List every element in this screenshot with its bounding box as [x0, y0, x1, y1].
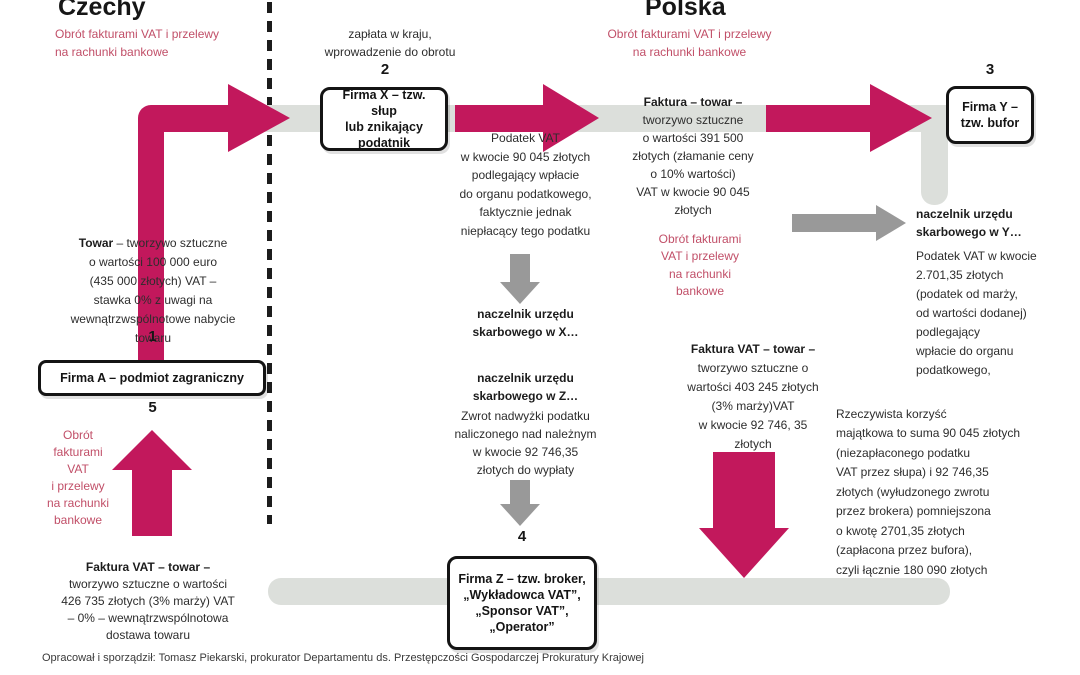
- note-zwrot: Zwrot nadwyżki podatku naliczonego nad n…: [454, 409, 597, 477]
- red-note-mid-right: Obrót fakturami VAT i przelewy na rachun…: [658, 232, 742, 299]
- node-firma-z: Firma Z – tzw. broker, „Wykładowca VAT”,…: [447, 556, 597, 650]
- footer-credit: Opracował i sporządził: Tomasz Piekarski…: [42, 652, 644, 664]
- node-firma-a: Firma A – podmiot zagraniczny: [38, 360, 266, 396]
- red-note-top-right: Obrót fakturami VAT i przelewy na rachun…: [607, 27, 772, 59]
- note-naczelnik-z: naczelnik urzędu skarbowego w Z…: [472, 371, 579, 403]
- step-number-4: 4: [517, 528, 527, 545]
- gray-arrow-to-firma-z-head-icon: [500, 504, 540, 526]
- region-heading-polska: Polska: [645, 0, 726, 21]
- arrow-y-to-z-down-head-icon: [699, 528, 789, 578]
- step-number-3: 3: [985, 61, 995, 78]
- gray-arrow-to-naczelnik-x-shaft: [510, 254, 530, 282]
- note-podatek-90045: Podatek VAT w kwocie 90 045 złotych podl…: [459, 131, 592, 238]
- gray-arrow-to-naczelnik-y-head-icon: [876, 205, 906, 241]
- arrow-into-y-head-icon: [870, 84, 932, 152]
- node-firma-y: Firma Y – tzw. bufor: [946, 86, 1034, 144]
- note-faktura-403: Faktura VAT – towar – tworzywo sztuczne …: [687, 341, 819, 451]
- country-divider-dashed-line: [267, 2, 272, 524]
- note-korzysc: Rzeczywista korzyść majątkowa to suma 90…: [836, 407, 1021, 577]
- red-note-left-vertical: Obrót fakturami VAT i przelewy na rachun…: [46, 428, 110, 528]
- step-number-2: 2: [380, 61, 390, 78]
- red-note-top-left: Obrót fakturami VAT i przelewy na rachun…: [55, 27, 220, 59]
- arrow-into-y-bar: [766, 105, 870, 132]
- note-podatek-2701: Podatek VAT w kwocie 2.701,35 złotych (p…: [916, 249, 1037, 377]
- arrow-z-to-a-up-shaft: [132, 470, 172, 536]
- arrow-x-to-y-bar: [455, 105, 543, 132]
- note-towar-100k: Towar – tworzywo sztuczne o wartości 100…: [70, 235, 236, 345]
- gray-arrow-to-naczelnik-x-head-icon: [500, 282, 540, 304]
- region-heading-czechy: Czechy: [58, 0, 146, 21]
- flow-track-bottom: [268, 578, 950, 605]
- arrow-y-to-z-down-shaft: [713, 452, 775, 528]
- gray-arrow-to-naczelnik-y-shaft: [792, 214, 876, 232]
- arrow-a-to-x-vertical: [138, 118, 164, 364]
- arrow-a-to-x-head-icon: [228, 84, 290, 152]
- gray-arrow-to-firma-z-shaft: [510, 480, 530, 504]
- step-number-1: 1: [148, 328, 157, 345]
- note-naczelnik-y: naczelnik urzędu skarbowego w Y…: [916, 207, 1022, 239]
- note-naczelnik-x: naczelnik urzędu skarbowego w X…: [472, 307, 579, 339]
- note-faktura-391: Faktura – towar – tworzywo sztuczne o wa…: [632, 95, 754, 217]
- note-zaplata: zapłata w kraju, wprowadzenie do obrotu: [324, 27, 456, 59]
- arrow-z-to-a-up-head-icon: [112, 430, 192, 470]
- arrow-x-to-y-head-icon: [543, 84, 599, 152]
- step-number-5: 5: [148, 399, 157, 416]
- note-faktura-426: Faktura VAT – towar – tworzywo sztuczne …: [61, 560, 235, 643]
- node-firma-x: Firma X – tzw. słup lub znikający podatn…: [320, 87, 448, 151]
